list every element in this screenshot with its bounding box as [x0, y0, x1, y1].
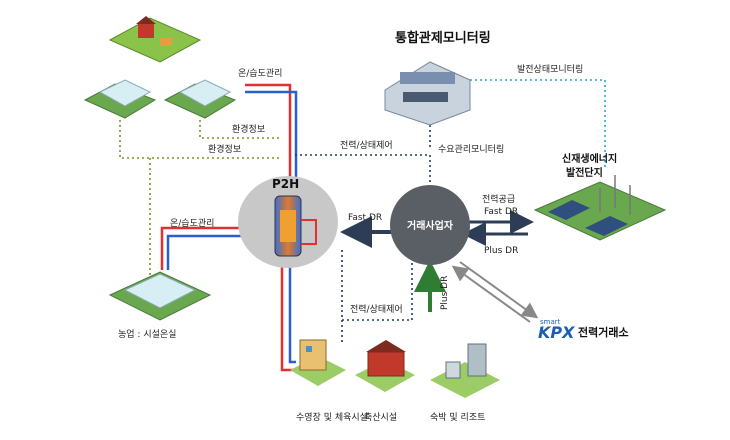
- p2h-unit: [238, 176, 338, 268]
- kpx-smart: smart: [540, 318, 561, 326]
- kpx-logo-text: KPX: [538, 323, 575, 342]
- pool-label: 수영장 및 체육시설: [296, 411, 368, 423]
- diagram-title: 통합관제모니터링: [395, 30, 491, 46]
- p2h-label: P2H: [272, 177, 299, 191]
- pool-facility-icon: [290, 339, 346, 386]
- power-supply-label: 전력공급: [482, 193, 515, 205]
- demand-monitoring-label: 수요관리모니터링: [438, 143, 504, 155]
- temp-humidity-top-label: 온/습도관리: [238, 68, 282, 79]
- livestock-facility-icon: [355, 340, 415, 392]
- control-room-icon: [384, 61, 471, 126]
- fast-dr-right-label: Fast DR: [484, 207, 518, 217]
- temp-humidity-left-label: 온/습도관리: [170, 218, 214, 229]
- heat-pipes: [160, 83, 298, 372]
- broker-label: 거래사업자: [407, 219, 454, 232]
- farm-illustration: [108, 16, 202, 63]
- livestock-label: 축산시설: [364, 412, 397, 423]
- info-lines: [119, 79, 606, 345]
- renewable-farm-icon: [533, 175, 667, 241]
- broker-node: [390, 185, 470, 265]
- greenhouse-pair-icon: [83, 79, 237, 119]
- plus-dr-right-label: Plus DR: [484, 246, 518, 256]
- power-control-bottom-label: 전력/상태제어: [350, 303, 403, 315]
- generation-monitoring-label: 발전상태모니터링: [517, 63, 583, 75]
- fast-dr-left-label: Fast DR: [348, 213, 382, 223]
- greenhouse-label: 농업 : 시설온실: [118, 329, 176, 340]
- power-control-top-label: 전력/상태제어: [340, 139, 393, 151]
- renewable-label-1: 신재생에너지: [562, 152, 617, 165]
- resort-label: 숙박 및 리조트: [430, 411, 485, 423]
- renewable-label-2: 발전단지: [566, 166, 603, 179]
- kpx-label: 전력거래소: [578, 325, 629, 339]
- dr-arrows: [340, 210, 539, 323]
- kpx-logo: smart KPX: [538, 318, 575, 342]
- resort-facility-icon: [430, 343, 500, 398]
- env-info-2-label: 환경정보: [208, 143, 241, 155]
- env-info-1-label: 환경정보: [232, 123, 265, 135]
- plus-dr-vertical-label: Plus DR: [440, 276, 450, 310]
- left-greenhouse-icon: [108, 271, 212, 321]
